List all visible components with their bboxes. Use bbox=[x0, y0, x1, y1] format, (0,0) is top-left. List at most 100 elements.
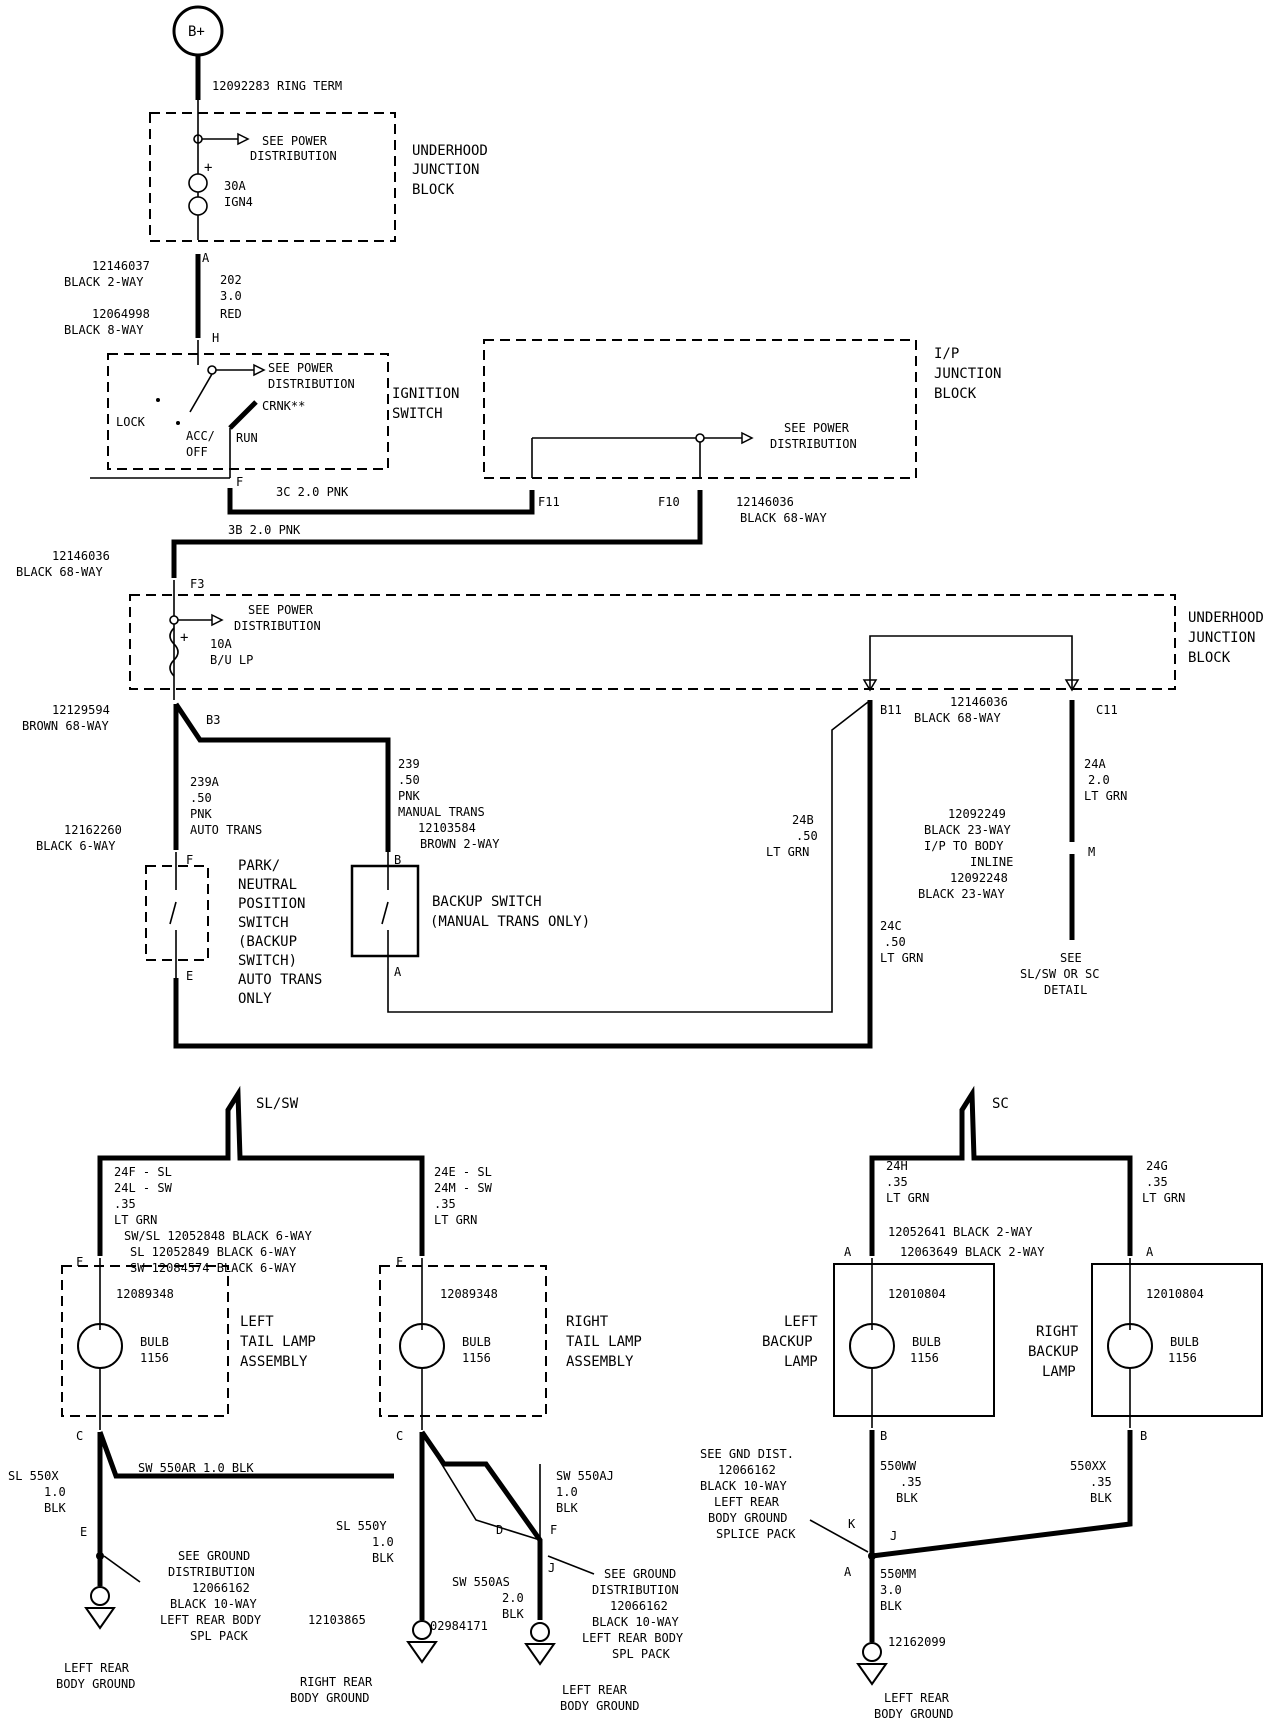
arrow-right-icon-3 bbox=[741, 431, 754, 445]
uh2-pin-c11: C11 bbox=[1096, 703, 1118, 717]
uh2-pin-b11: B11 bbox=[880, 703, 902, 717]
w550x-3: BLK bbox=[44, 1501, 66, 1515]
wire-3c-label: 3C 2.0 PNK bbox=[276, 485, 349, 499]
pin-a: A bbox=[202, 251, 210, 265]
ign-run-blade bbox=[228, 400, 258, 430]
w24a-circuit: 24A bbox=[1084, 757, 1106, 771]
rtl-name-3: ASSEMBLY bbox=[566, 1354, 634, 1370]
ip-name-1: I/P bbox=[934, 346, 959, 362]
slsw-wr-4: LT GRN bbox=[434, 1213, 477, 1227]
lbl-name-3: LAMP bbox=[784, 1354, 818, 1370]
ltl-bulb-num: 1156 bbox=[140, 1351, 169, 1365]
slsw-pin-f-l: F bbox=[76, 1255, 83, 1269]
w550mm-1: 550MM bbox=[880, 1567, 916, 1581]
w239a-color: PNK bbox=[190, 807, 212, 821]
w239a-circuit: 239A bbox=[190, 775, 220, 789]
w550x-2: 1.0 bbox=[44, 1485, 66, 1499]
slsw-wl-4: LT GRN bbox=[114, 1213, 157, 1227]
inline-type-1: BLACK 23-WAY bbox=[924, 823, 1011, 837]
sc-pin-a: A bbox=[844, 1565, 852, 1579]
bs-blade bbox=[381, 901, 389, 925]
wire-550aj-link bbox=[421, 1431, 541, 1541]
w550ar: SW 550AR 1.0 BLK bbox=[138, 1461, 254, 1475]
ign-crnk: CRNK** bbox=[262, 399, 305, 413]
underhood-junction-block-2 bbox=[129, 594, 1176, 690]
sc-gnd-0: SEE GND DIST. bbox=[700, 1447, 794, 1461]
inline-pin-m: M bbox=[1088, 845, 1095, 859]
slsw-wl-2: 24L - SW bbox=[114, 1181, 173, 1195]
ground-symbol-icon-1 bbox=[84, 1607, 116, 1630]
uh2-node bbox=[169, 615, 179, 625]
f3-pin: F3 bbox=[190, 577, 204, 591]
w550mm-3: BLK bbox=[880, 1599, 902, 1613]
gnd-left-1: DISTRIBUTION bbox=[168, 1565, 255, 1579]
uh-block1-name-2: JUNCTION bbox=[412, 162, 479, 178]
backup-sw-part: 12103584 bbox=[418, 821, 476, 835]
ip-pin-f11: F11 bbox=[538, 495, 560, 509]
sc-24g-3: LT GRN bbox=[1142, 1191, 1185, 1205]
gnd2-b: BODY GROUND bbox=[290, 1691, 369, 1705]
ground-eyelet-icon-3 bbox=[530, 1622, 550, 1642]
gnd-right-5: SPL PACK bbox=[612, 1647, 671, 1661]
w550aj-3: BLK bbox=[556, 1501, 578, 1515]
ip-type: BLACK 68-WAY bbox=[740, 511, 827, 525]
fuse-10a-icon bbox=[169, 627, 179, 677]
sc-24h-2: .35 bbox=[886, 1175, 908, 1189]
gnd-left-5: SPL PACK bbox=[190, 1629, 249, 1643]
ltl-name-3: ASSEMBLY bbox=[240, 1354, 308, 1370]
pn-line-0: PARK/ bbox=[238, 858, 280, 874]
w24b-circuit: 24B bbox=[792, 813, 814, 827]
left-backup-bulb-icon bbox=[849, 1323, 895, 1369]
sc-pin-b-l: B bbox=[880, 1429, 887, 1443]
w550xx-1: 550XX bbox=[1070, 1459, 1107, 1473]
pn-line-3: SWITCH bbox=[238, 915, 289, 931]
ltl-name-2: TAIL LAMP bbox=[240, 1334, 316, 1350]
sc-gnd-2: BLACK 10-WAY bbox=[700, 1479, 787, 1493]
bs-pin-b: B bbox=[394, 853, 401, 867]
w24b-color: LT GRN bbox=[766, 845, 809, 859]
ip-name-3: BLOCK bbox=[934, 386, 977, 402]
w550y-2: 1.0 bbox=[372, 1535, 394, 1549]
slsw-wl-3: .35 bbox=[114, 1197, 136, 1211]
slsw-conn-3: SW 12084574 BLACK 6-WAY bbox=[130, 1261, 297, 1275]
right-tail-lamp-assembly bbox=[379, 1265, 547, 1417]
fuse-rating: 30A bbox=[224, 179, 246, 193]
uh2-see-power-1: SEE POWER bbox=[248, 603, 314, 617]
slsw-pin-f-r: F bbox=[396, 1255, 403, 1269]
gnd-right-leader bbox=[547, 1555, 595, 1575]
w550y-1: SL 550Y bbox=[336, 1519, 387, 1533]
ign-node bbox=[207, 365, 217, 375]
uh2-type-left: BROWN 68-WAY bbox=[22, 719, 109, 733]
ground-eyelet-icon-1 bbox=[90, 1586, 110, 1606]
inline-part-2: 12092248 bbox=[950, 871, 1008, 885]
rtl-pin-c: C bbox=[396, 1429, 403, 1443]
right-backup-bulb-icon bbox=[1107, 1323, 1153, 1369]
uh2-part-right: 12146036 bbox=[950, 695, 1008, 709]
ground-symbol-icon-3 bbox=[524, 1643, 556, 1666]
pn-pin-f: F bbox=[186, 853, 193, 867]
w239-color: PNK bbox=[398, 789, 420, 803]
pn-line-6: AUTO TRANS bbox=[238, 972, 322, 988]
wire-3b-label: 3B 2.0 PNK bbox=[228, 523, 301, 537]
conn-a-part: 12146037 bbox=[92, 259, 150, 273]
sc-24h-1: 24H bbox=[886, 1159, 908, 1173]
ip-node bbox=[695, 433, 705, 443]
w550aj-2: 1.0 bbox=[556, 1485, 578, 1499]
wire-202-gauge: 3.0 bbox=[220, 289, 242, 303]
ground-eyelet-icon-2 bbox=[412, 1620, 432, 1640]
uh2-pin-b3: B3 bbox=[206, 713, 220, 727]
w24a-color: LT GRN bbox=[1084, 789, 1127, 803]
w550aj-1: SW 550AJ bbox=[556, 1469, 614, 1483]
uh-block1-name-3: BLOCK bbox=[412, 182, 455, 198]
term-2: 02984171 bbox=[430, 1619, 488, 1633]
slsw-pin-e: E bbox=[80, 1525, 87, 1539]
gnd-right-1: DISTRIBUTION bbox=[592, 1583, 679, 1597]
ip-pin-f10: F10 bbox=[658, 495, 680, 509]
bs-pin-a: A bbox=[394, 965, 402, 979]
rbl-bulb-num: 1156 bbox=[1168, 1351, 1197, 1365]
rtl-name-1: RIGHT bbox=[566, 1314, 609, 1330]
park-sw-part: 12162260 bbox=[64, 823, 122, 837]
rbl-name-3: LAMP bbox=[1042, 1364, 1076, 1380]
fuse-30a-icon bbox=[188, 173, 208, 193]
fuse-plus: + bbox=[204, 160, 212, 176]
